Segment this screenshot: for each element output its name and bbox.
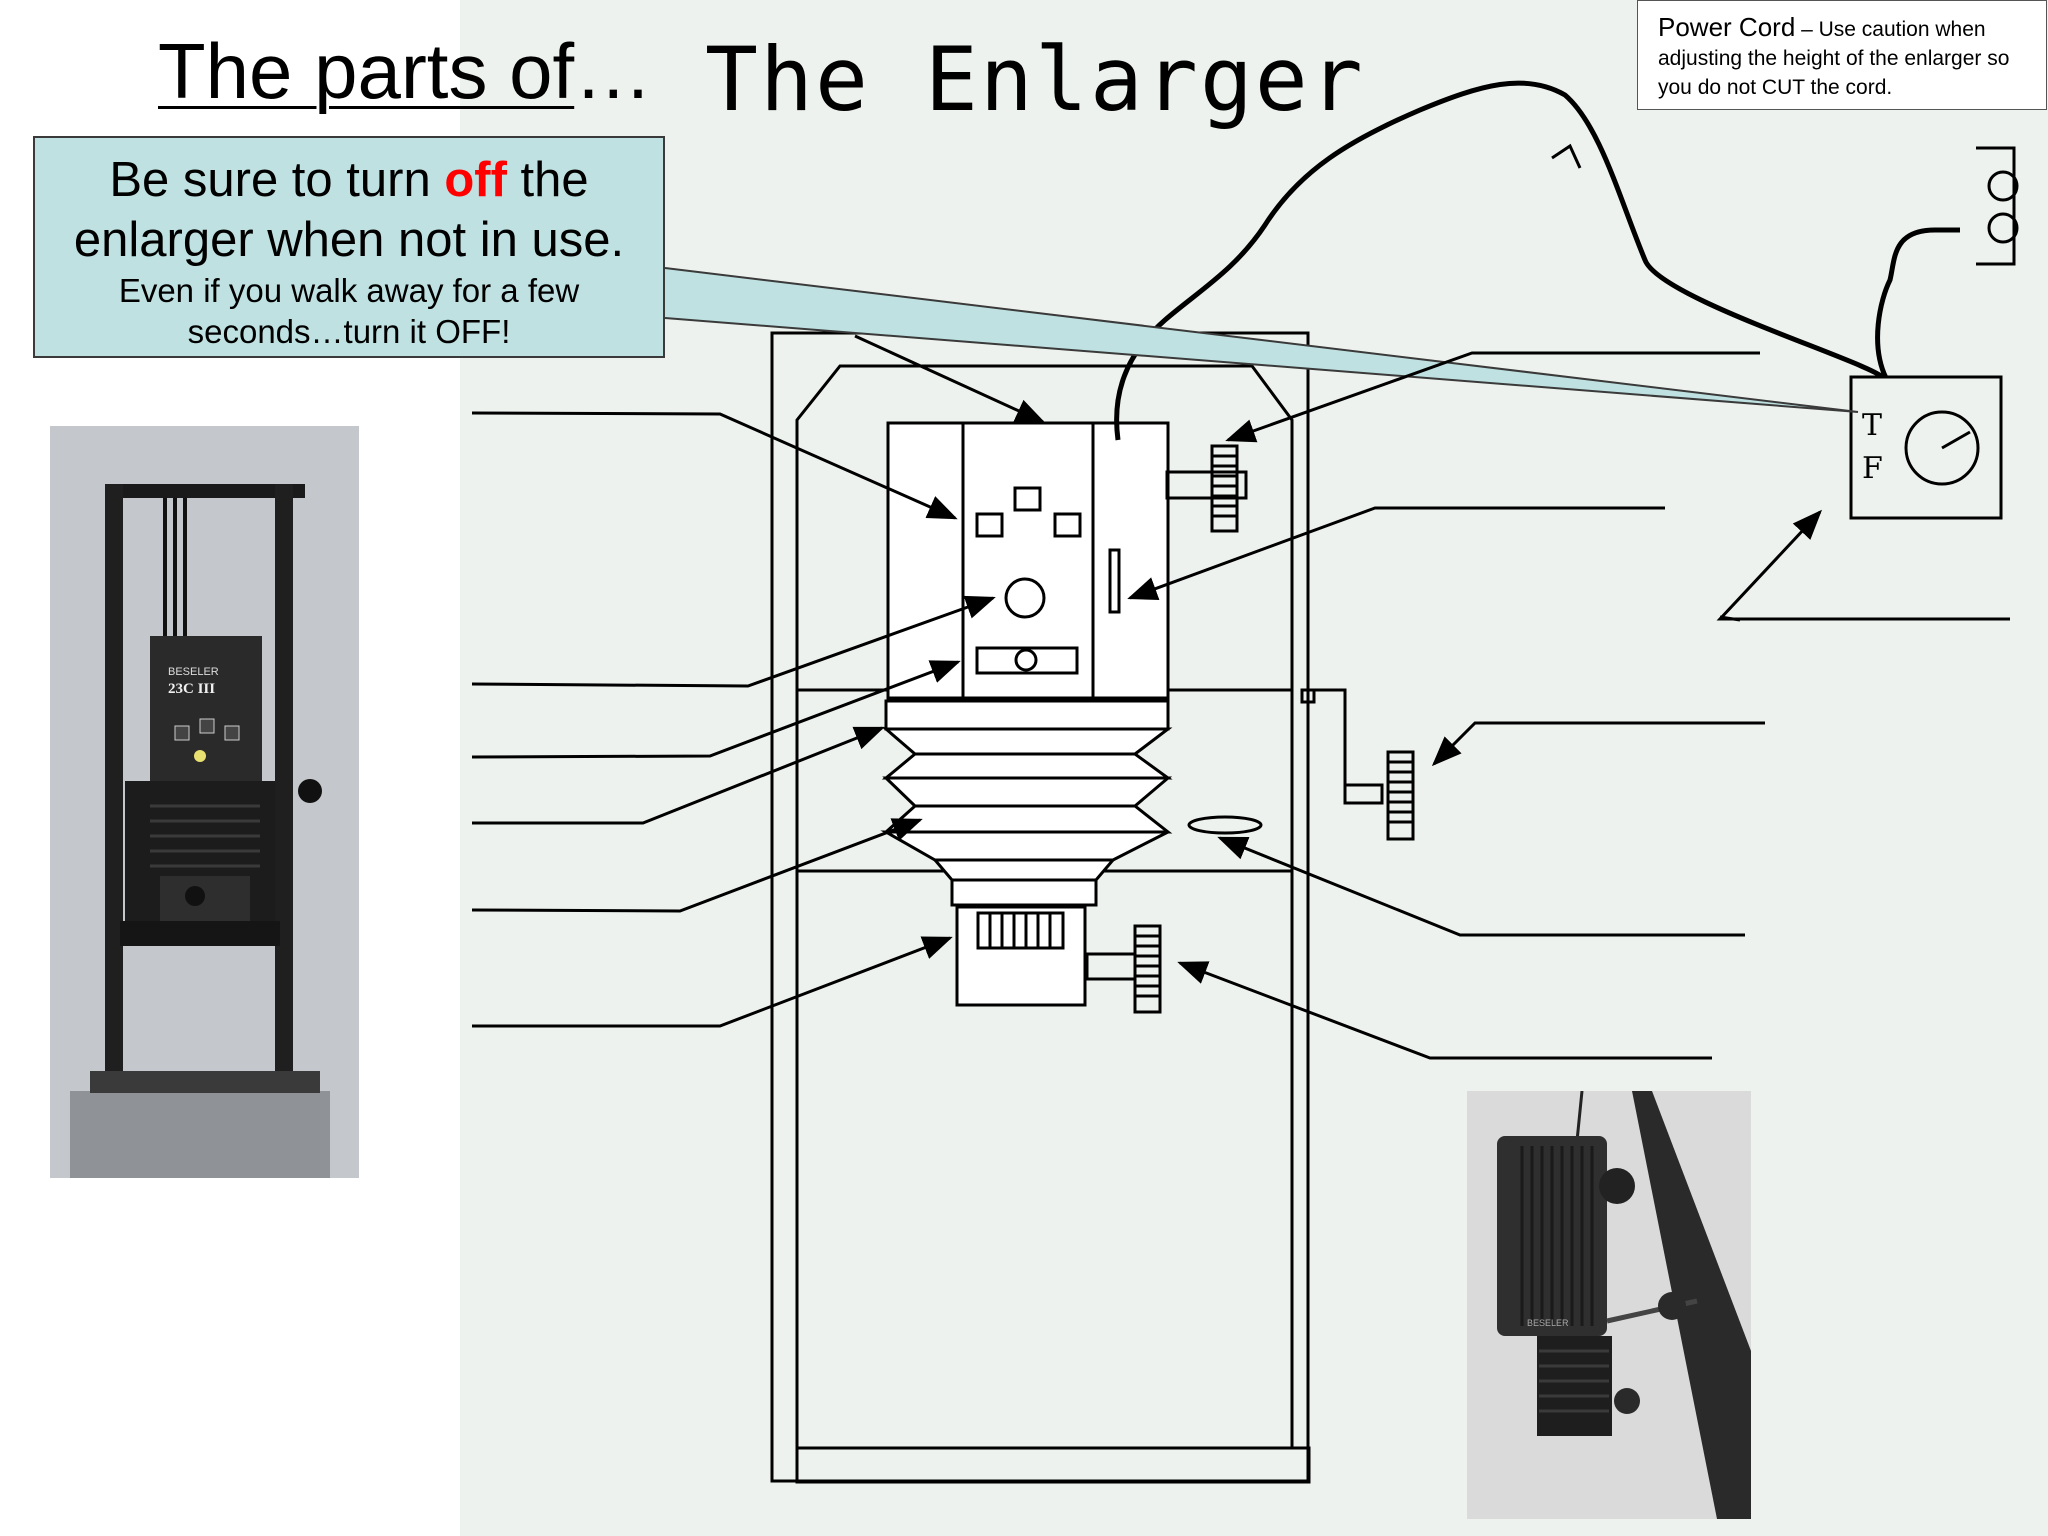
slide-title-prefix: The parts of… — [158, 26, 652, 117]
lamp-head-housing — [886, 421, 1170, 700]
power-cord — [1114, 80, 1889, 441]
callout-line-1: Be sure to turn off the — [35, 150, 663, 210]
side-photo-brand-label: BESELER — [1527, 1318, 1569, 1328]
height-crank — [1300, 688, 1415, 841]
diagram-title: The Enlarger — [705, 28, 1365, 131]
callout-line-1-start: Be sure to turn — [109, 153, 445, 207]
timer-box — [1849, 375, 2003, 520]
photo-brand-label: BESELER — [168, 666, 219, 678]
power-cord-text: – Use caution when adjusting the height … — [1658, 18, 2010, 99]
bellows — [880, 699, 1173, 907]
timer-label-f: F — [1862, 451, 1883, 486]
lens-stage — [955, 905, 1162, 1014]
wall-outlet — [1976, 146, 2019, 266]
head-knob — [1165, 444, 1248, 533]
callout-sub-2: seconds…turn it OFF! — [187, 313, 511, 350]
callout-line-1-end: the — [506, 153, 589, 207]
callout-turn-off-warning: Be sure to turn off the enlarger when no… — [33, 136, 665, 358]
timer-label-t: T — [1862, 408, 1882, 443]
enlarger-photo-side: BESELER — [1467, 1091, 1751, 1519]
title-underlined: The parts of — [158, 27, 575, 115]
callout-sub-1: Even if you walk away for a few — [118, 272, 580, 309]
power-cord-heading: Power Cord — [1658, 12, 1796, 42]
callout-pointer — [664, 267, 1859, 413]
worksheet-paper-background — [460, 0, 2048, 1536]
enlarger-photo-front: BESELER 23C III — [50, 426, 359, 1178]
part-label-lines — [471, 334, 2010, 1060]
title-ellipsis: … — [574, 27, 653, 115]
callout-line-2: enlarger when not in use. — [73, 213, 625, 267]
photo-model-label: 23C III — [168, 681, 215, 697]
callout-emphasis-off: off — [444, 153, 507, 207]
power-cord-note: Power Cord – Use caution when adjusting … — [1637, 0, 2047, 110]
column-opening — [1187, 815, 1263, 835]
